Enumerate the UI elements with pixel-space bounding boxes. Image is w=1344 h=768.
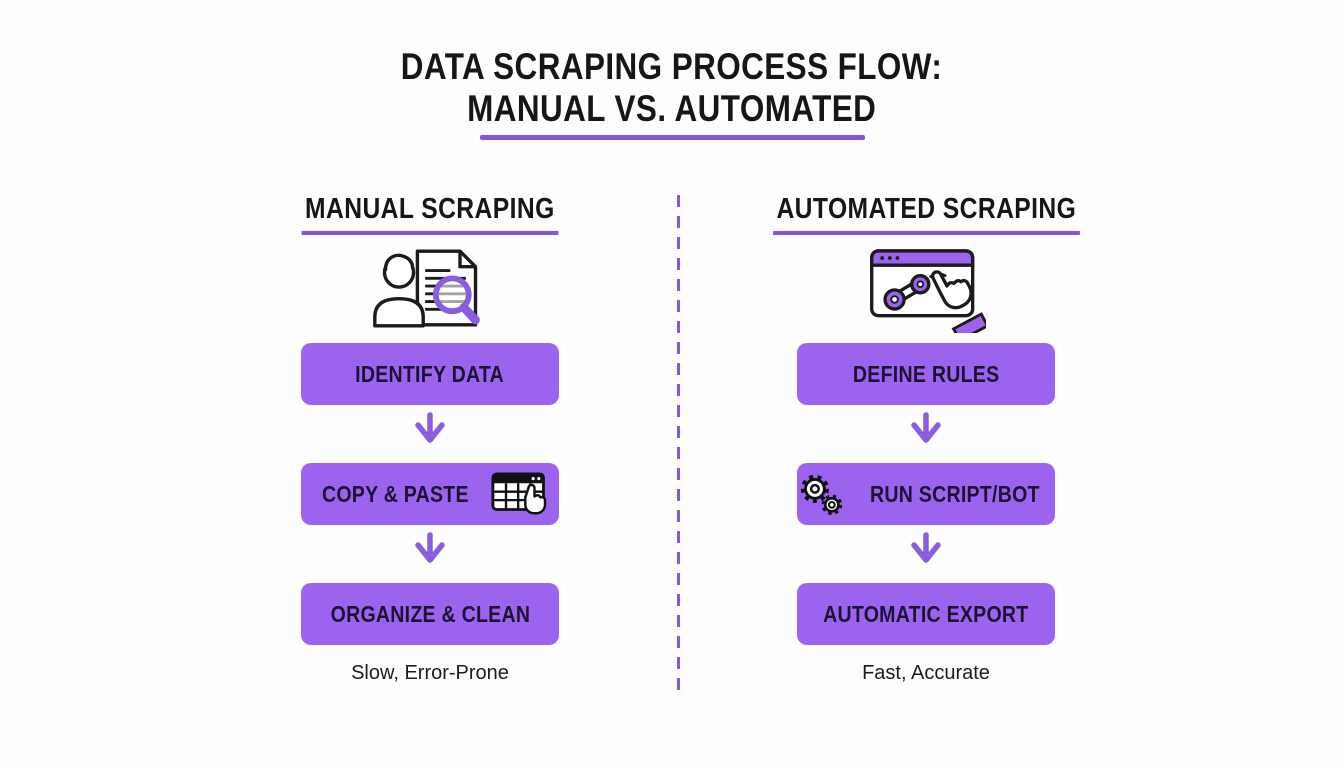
gears-icon	[797, 471, 846, 518]
automated-summary: Fast, Accurate	[862, 662, 990, 685]
step-label: COPY & PASTE	[322, 480, 469, 507]
automated-column-header: AUTOMATED SCRAPING	[772, 194, 1080, 236]
down-arrow-icon	[906, 532, 946, 566]
step-run-script-bot: RUN SCRIPT/BOT	[797, 463, 1055, 526]
step-copy-paste: COPY & PASTE	[301, 463, 559, 526]
step-label: RUN SCRIPT/BOT	[870, 480, 1040, 507]
step-identify-data: IDENTIFY DATA	[301, 343, 559, 406]
step-organize-clean: ORGANIZE & CLEAN	[301, 583, 559, 646]
step-automatic-export: AUTOMATIC EXPORT	[797, 583, 1055, 646]
title-line-1: DATA SCRAPING PROCESS FLOW:	[401, 46, 943, 87]
browser-robot-arm-icon	[866, 245, 986, 334]
step-label: IDENTIFY DATA	[355, 360, 505, 387]
page-title: DATA SCRAPING PROCESS FLOW: MANUAL VS. A…	[0, 46, 1344, 140]
step-label: ORGANIZE & CLEAN	[330, 600, 530, 627]
step-define-rules: DEFINE RULES	[797, 343, 1055, 406]
down-arrow-icon	[906, 412, 946, 446]
manual-summary: Slow, Error-Prone	[351, 662, 509, 685]
title-underline	[479, 135, 865, 140]
title-line-2: MANUAL VS. AUTOMATED	[467, 88, 877, 129]
manual-column: MANUAL SCRAPING	[260, 194, 600, 685]
down-arrow-icon	[410, 412, 450, 446]
column-divider	[677, 195, 680, 695]
spreadsheet-hand-icon	[491, 471, 551, 518]
down-arrow-icon	[410, 532, 450, 566]
step-label: AUTOMATIC EXPORT	[823, 600, 1029, 627]
automated-column: AUTOMATED SCRAPING	[756, 194, 1096, 685]
person-document-magnifier-icon	[369, 245, 491, 333]
manual-column-header: MANUAL SCRAPING	[301, 194, 559, 236]
step-label: DEFINE RULES	[852, 360, 1000, 387]
